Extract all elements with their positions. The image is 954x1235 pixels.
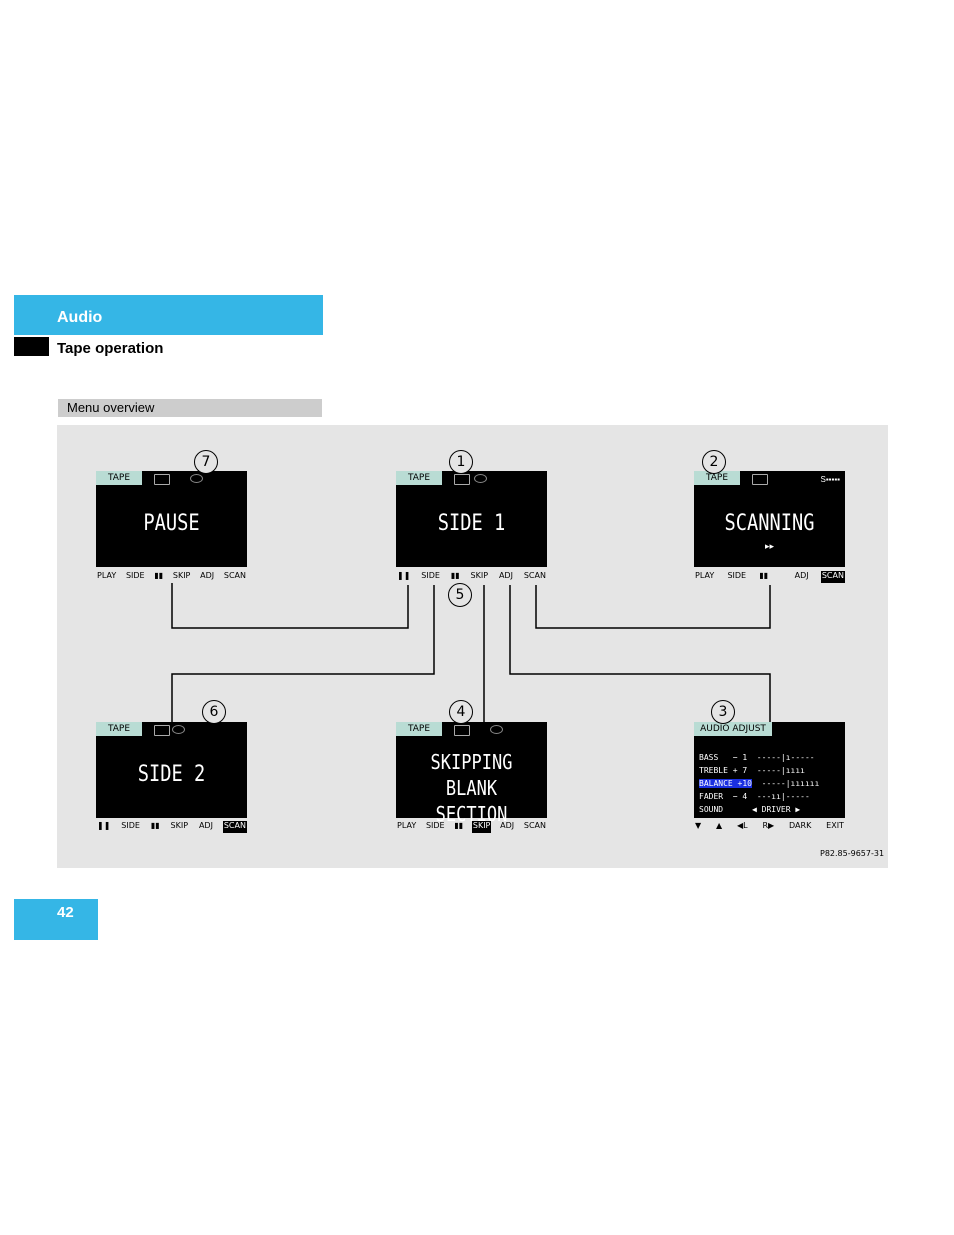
skipping-screen: TAPE SKIPPING BLANK SECTION — [396, 722, 547, 826]
scanning-display-text: SCANNING — [724, 511, 815, 536]
side1-screen: TAPE SIDE 1 — [396, 471, 547, 567]
balance-row[interactable]: BALANCE +10 -----|ıııııı — [699, 779, 820, 788]
pause-display-text: PAUSE — [143, 511, 200, 536]
side2-screen: TAPE SIDE 2 — [96, 722, 247, 818]
softkey[interactable]: ADJ — [200, 571, 215, 580]
softkey[interactable]: SIDE — [425, 821, 445, 830]
side1-display-text: SIDE 1 — [437, 511, 506, 536]
softkey[interactable]: ADJ — [498, 571, 513, 580]
treble-row: TREBLE + 7 -----|ıııı — [699, 766, 805, 775]
callout-3: 3 — [711, 700, 735, 724]
skipping-display-line2: BLANK SECTION — [435, 776, 508, 826]
softkey[interactable]: PLAY — [695, 571, 715, 580]
audio-adjust-screen: AUDIO ADJUST BASS − 1 -----|ı----- TREBL… — [694, 722, 845, 818]
pause-softkeys: PLAY SIDE ▮▮ SKIP ADJ SCAN — [96, 571, 247, 583]
connector-lines — [171, 583, 771, 722]
callout-1: 1 — [449, 450, 473, 474]
subsection-marker — [14, 337, 49, 356]
softkey[interactable]: ▮▮ — [759, 571, 769, 580]
scanning-softkeys: PLAY SIDE ▮▮ ADJ SCAN — [694, 571, 845, 583]
tape-tab: TAPE — [694, 471, 740, 485]
dolby-icon — [172, 725, 185, 734]
up-arrow-icon[interactable]: ▲ — [716, 821, 723, 830]
fader-row: FADER − 4 ---ıı|----- — [699, 792, 810, 801]
softkey[interactable]: ▮▮ — [454, 821, 464, 830]
softkey[interactable]: ❚❚ — [397, 571, 411, 580]
softkey[interactable]: SCAN — [223, 571, 246, 580]
pause-screen: TAPE PAUSE — [96, 471, 247, 567]
side2-softkeys: ❚❚ SIDE ▮▮ SKIP ADJ SCAN — [96, 821, 247, 833]
softkey[interactable]: PLAY — [97, 571, 117, 580]
dolby-icon — [190, 474, 203, 483]
scanning-screen: TAPE S▪▪▪▪▪ SCANNING ▸▸ — [694, 471, 845, 567]
softkey[interactable]: ADJ — [794, 571, 809, 580]
cassette-icon — [752, 474, 768, 485]
softkey[interactable]: SKIP — [470, 571, 489, 580]
tape-tab: TAPE — [396, 722, 442, 736]
right-balance-key[interactable]: R▶ — [762, 821, 775, 830]
softkey[interactable]: ADJ — [198, 821, 213, 830]
signal-indicator: S▪▪▪▪▪ — [820, 475, 840, 484]
cassette-icon — [454, 725, 470, 736]
dolby-icon — [474, 474, 487, 483]
skipping-softkeys: PLAY SIDE ▮▮ SKIP ADJ SCAN — [396, 821, 547, 833]
dolby-icon — [490, 725, 503, 734]
figure-code: P82.85-9657-31 — [820, 849, 885, 858]
tape-tab: TAPE — [96, 722, 142, 736]
softkey[interactable]: ▮▮ — [450, 571, 460, 580]
cassette-icon — [154, 725, 170, 736]
softkey[interactable]: SKIP — [172, 571, 191, 580]
audio-adjust-tab: AUDIO ADJUST — [694, 722, 772, 736]
menu-overview-bar — [58, 399, 322, 417]
page-number-box — [14, 899, 98, 940]
softkey[interactable]: SCAN — [523, 821, 546, 830]
fast-forward-icon: ▸▸ — [764, 541, 775, 551]
callout-5: 5 — [448, 583, 472, 607]
softkey[interactable] — [780, 571, 782, 583]
sound-row: SOUND ◀ DRIVER ▶ — [699, 805, 801, 814]
softkey[interactable]: ADJ — [500, 821, 515, 830]
tape-tab: TAPE — [96, 471, 142, 485]
exit-key[interactable]: EXIT — [826, 821, 844, 830]
softkey-active[interactable]: SCAN — [222, 821, 247, 833]
callout-2: 2 — [702, 450, 726, 474]
down-arrow-icon[interactable]: ▼ — [695, 821, 702, 830]
callout-4: 4 — [449, 700, 473, 724]
softkey[interactable]: SIDE — [421, 571, 440, 580]
softkey[interactable]: SCAN — [523, 571, 546, 580]
cassette-icon — [154, 474, 170, 485]
side1-softkeys: ❚❚ SIDE ▮▮ SKIP ADJ SCAN — [396, 571, 547, 583]
tape-tab: TAPE — [396, 471, 442, 485]
softkey[interactable]: ❚❚ — [97, 821, 111, 830]
menu-overview-figure: TAPE PAUSE PLAY SIDE ▮▮ SKIP ADJ SCAN 7 … — [57, 425, 888, 868]
softkey-active[interactable]: SCAN — [820, 571, 845, 583]
dark-key[interactable]: DARK — [789, 821, 812, 830]
callout-6: 6 — [202, 700, 226, 724]
softkey[interactable]: ▮▮ — [150, 821, 160, 830]
softkey[interactable]: SIDE — [125, 571, 145, 580]
menu-overview-label: Menu overview — [67, 400, 155, 415]
callout-7: 7 — [194, 450, 218, 474]
side2-display-text: SIDE 2 — [137, 762, 206, 787]
audio-adjust-softkeys: ▼ ▲ ◀L R▶ DARK EXIT — [694, 821, 845, 833]
left-balance-key[interactable]: ◀L — [737, 821, 748, 830]
softkey[interactable]: ▮▮ — [154, 571, 164, 580]
softkey[interactable]: SIDE — [121, 821, 140, 830]
softkey[interactable]: SIDE — [727, 571, 747, 580]
softkey-active[interactable]: SKIP — [471, 821, 492, 833]
skipping-display-line1: SKIPPING — [430, 750, 513, 774]
softkey[interactable]: PLAY — [397, 821, 417, 830]
section-header-bar — [14, 295, 323, 335]
subsection-title: Tape operation — [57, 340, 164, 357]
cassette-icon — [454, 474, 470, 485]
softkey[interactable]: SKIP — [170, 821, 189, 830]
page-number: 42 — [57, 904, 74, 921]
section-title: Audio — [57, 309, 103, 326]
bass-row: BASS − 1 -----|ı----- — [699, 753, 815, 762]
